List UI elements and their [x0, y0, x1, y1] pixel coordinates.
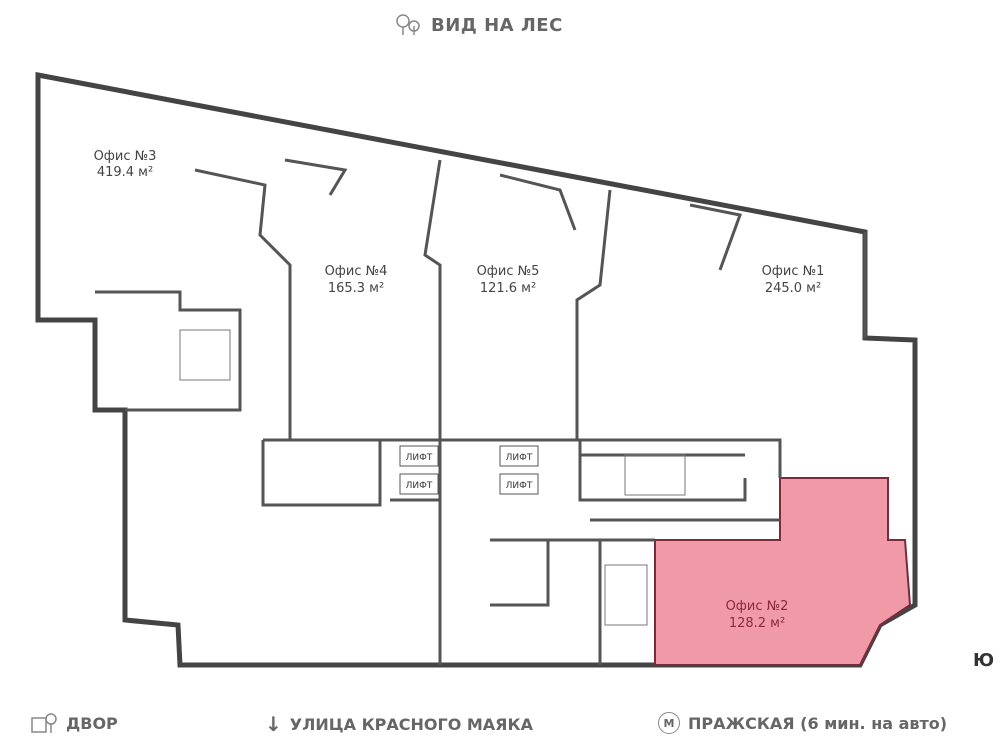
- orientation-courtyard: ДВОР: [30, 712, 118, 734]
- orientation-top: ВИД НА ЛЕС: [395, 14, 563, 36]
- office-1-label[interactable]: Офис №1 245.0 м²: [762, 264, 825, 296]
- lift-label: ЛИФТ: [406, 481, 433, 491]
- office-name: Офис №1: [762, 264, 825, 279]
- trees-icon: [396, 14, 420, 35]
- lift-label: ЛИФТ: [506, 453, 533, 463]
- lift-label: ЛИФТ: [406, 453, 433, 463]
- office-area: 121.6 м²: [480, 281, 536, 296]
- office-area: 419.4 м²: [97, 165, 153, 180]
- lift-label: ЛИФТ: [506, 481, 533, 491]
- office-2-area[interactable]: [654, 477, 912, 666]
- orientation-courtyard-label: ДВОР: [66, 713, 118, 733]
- orientation-metro-label: ПРАЖСКАЯ (6 мин. на авто): [688, 713, 948, 733]
- orientation-street: ↓ УЛИЦА КРАСНОГО МАЯКА: [265, 712, 533, 736]
- office-name: Офис №2: [726, 599, 789, 614]
- office-name: Офис №5: [477, 264, 540, 279]
- stairs: [179, 329, 686, 626]
- office-area: 165.3 м²: [328, 281, 384, 296]
- office-area: 128.2 м²: [729, 616, 785, 631]
- office-name: Офис №3: [94, 149, 157, 164]
- interior-walls: [95, 158, 867, 665]
- metro-icon: М: [658, 712, 680, 734]
- office-5-label[interactable]: Офис №5 121.6 м²: [477, 264, 540, 296]
- office-area: 245.0 м²: [765, 281, 821, 296]
- building-outline: [35, 71, 918, 668]
- compass-south: Ю: [973, 650, 995, 671]
- office-4-label[interactable]: Офис №4 165.3 м²: [325, 264, 388, 296]
- lifts: [399, 445, 539, 495]
- orientation-top-label: ВИД НА ЛЕС: [431, 14, 563, 36]
- office-2-label[interactable]: Офис №2 128.2 м²: [726, 599, 789, 631]
- office-name: Офис №4: [325, 264, 388, 279]
- arrow-down-icon: ↓: [265, 712, 282, 736]
- orientation-street-label: УЛИЦА КРАСНОГО МАЯКА: [289, 714, 533, 734]
- orientation-metro: М ПРАЖСКАЯ (6 мин. на авто): [658, 712, 947, 734]
- courtyard-icon: [31, 713, 57, 733]
